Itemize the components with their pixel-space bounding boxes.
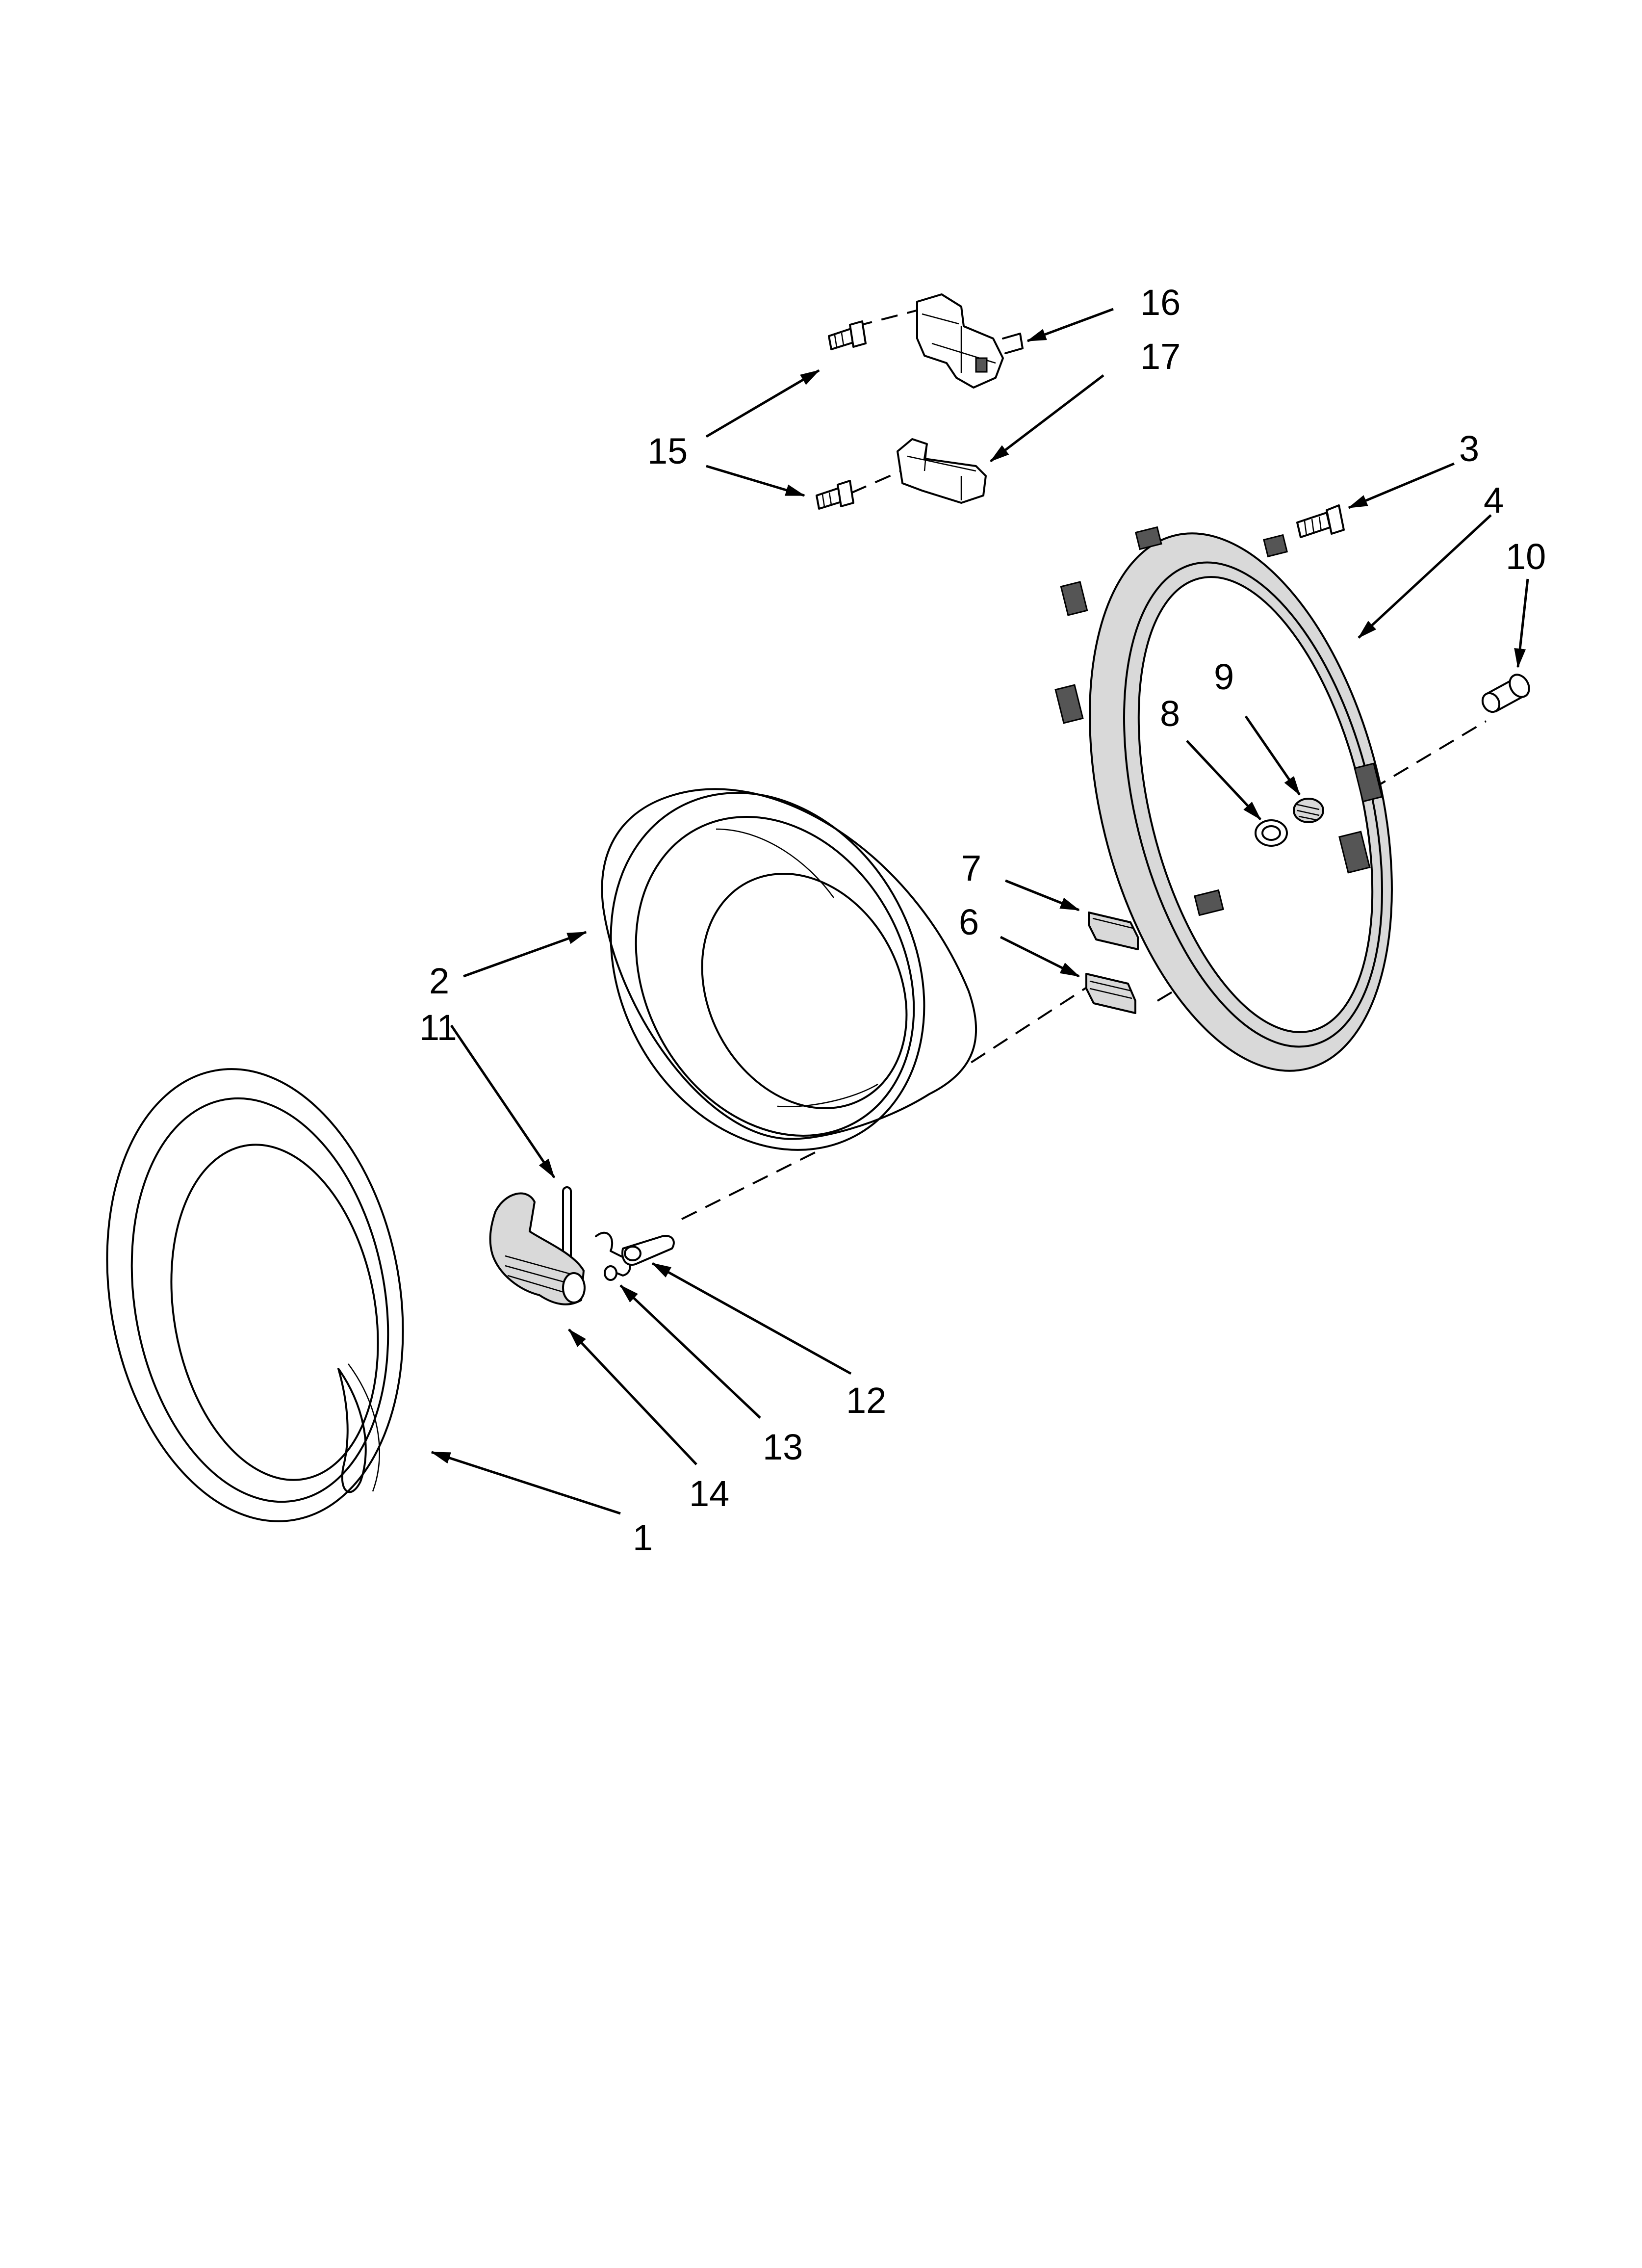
leader-3 (1348, 462, 1455, 509)
callout-17: 17 (1140, 336, 1180, 377)
part-9-spring (1293, 798, 1324, 823)
leader-9 (1244, 715, 1301, 796)
leader-2 (463, 931, 587, 978)
callout-10: 10 (1506, 536, 1546, 577)
callout-3: 3 (1459, 428, 1479, 469)
callout-16: 16 (1140, 282, 1180, 323)
part-15-screw-lower (816, 480, 854, 510)
leader-16 (1026, 308, 1114, 342)
leader-17 (990, 374, 1104, 462)
leader-13 (619, 1284, 761, 1419)
callout-11: 11 (419, 1007, 457, 1048)
part-7-block (1088, 912, 1139, 950)
callout-12: 12 (846, 1380, 886, 1421)
part-6-block (1085, 973, 1136, 1014)
part-1-door-outer-ring (106, 1068, 404, 1522)
part-10-pin (1481, 674, 1530, 713)
leader-10 (1514, 578, 1529, 668)
leader-12 (651, 1262, 852, 1375)
callout-9: 9 (1214, 656, 1234, 697)
callout-15: 15 (647, 431, 688, 471)
callout-7: 7 (961, 848, 981, 888)
leader-14 (568, 1329, 697, 1465)
callout-14: 14 (689, 1473, 729, 1514)
callout-4: 4 (1484, 480, 1504, 521)
callout-6: 6 (959, 902, 979, 942)
leader-7 (1005, 879, 1080, 912)
part-15-screw-upper (828, 320, 867, 350)
part-13-spring-wire (595, 1231, 631, 1281)
callout-13: 13 (763, 1427, 803, 1467)
leader-lines (431, 308, 1529, 1515)
part-17-bracket (897, 438, 987, 504)
part-4-door-frame-ring (1054, 526, 1393, 1072)
part-12-latch-hook (621, 1235, 675, 1266)
part-3-screw (1296, 504, 1345, 538)
leader-15-upper (705, 369, 820, 438)
leader-11 (450, 1024, 556, 1178)
callout-labels: 16 17 15 3 4 10 9 8 7 6 2 11 12 13 14 1 (419, 282, 1546, 1558)
leader-15-lower (706, 465, 805, 497)
callout-2: 2 (429, 961, 449, 1001)
part-8-ring (1255, 819, 1288, 847)
callout-1: 1 (633, 1517, 653, 1558)
leader-4 (1358, 514, 1492, 639)
part-16-lock-assembly (916, 293, 1024, 389)
leader-8 (1186, 740, 1261, 820)
part-14-door-handle (489, 1192, 586, 1305)
leader-1 (431, 1451, 621, 1515)
callout-8: 8 (1160, 693, 1180, 734)
part-2-inner-door-bowl (601, 788, 977, 1151)
leader-6 (1000, 936, 1080, 978)
